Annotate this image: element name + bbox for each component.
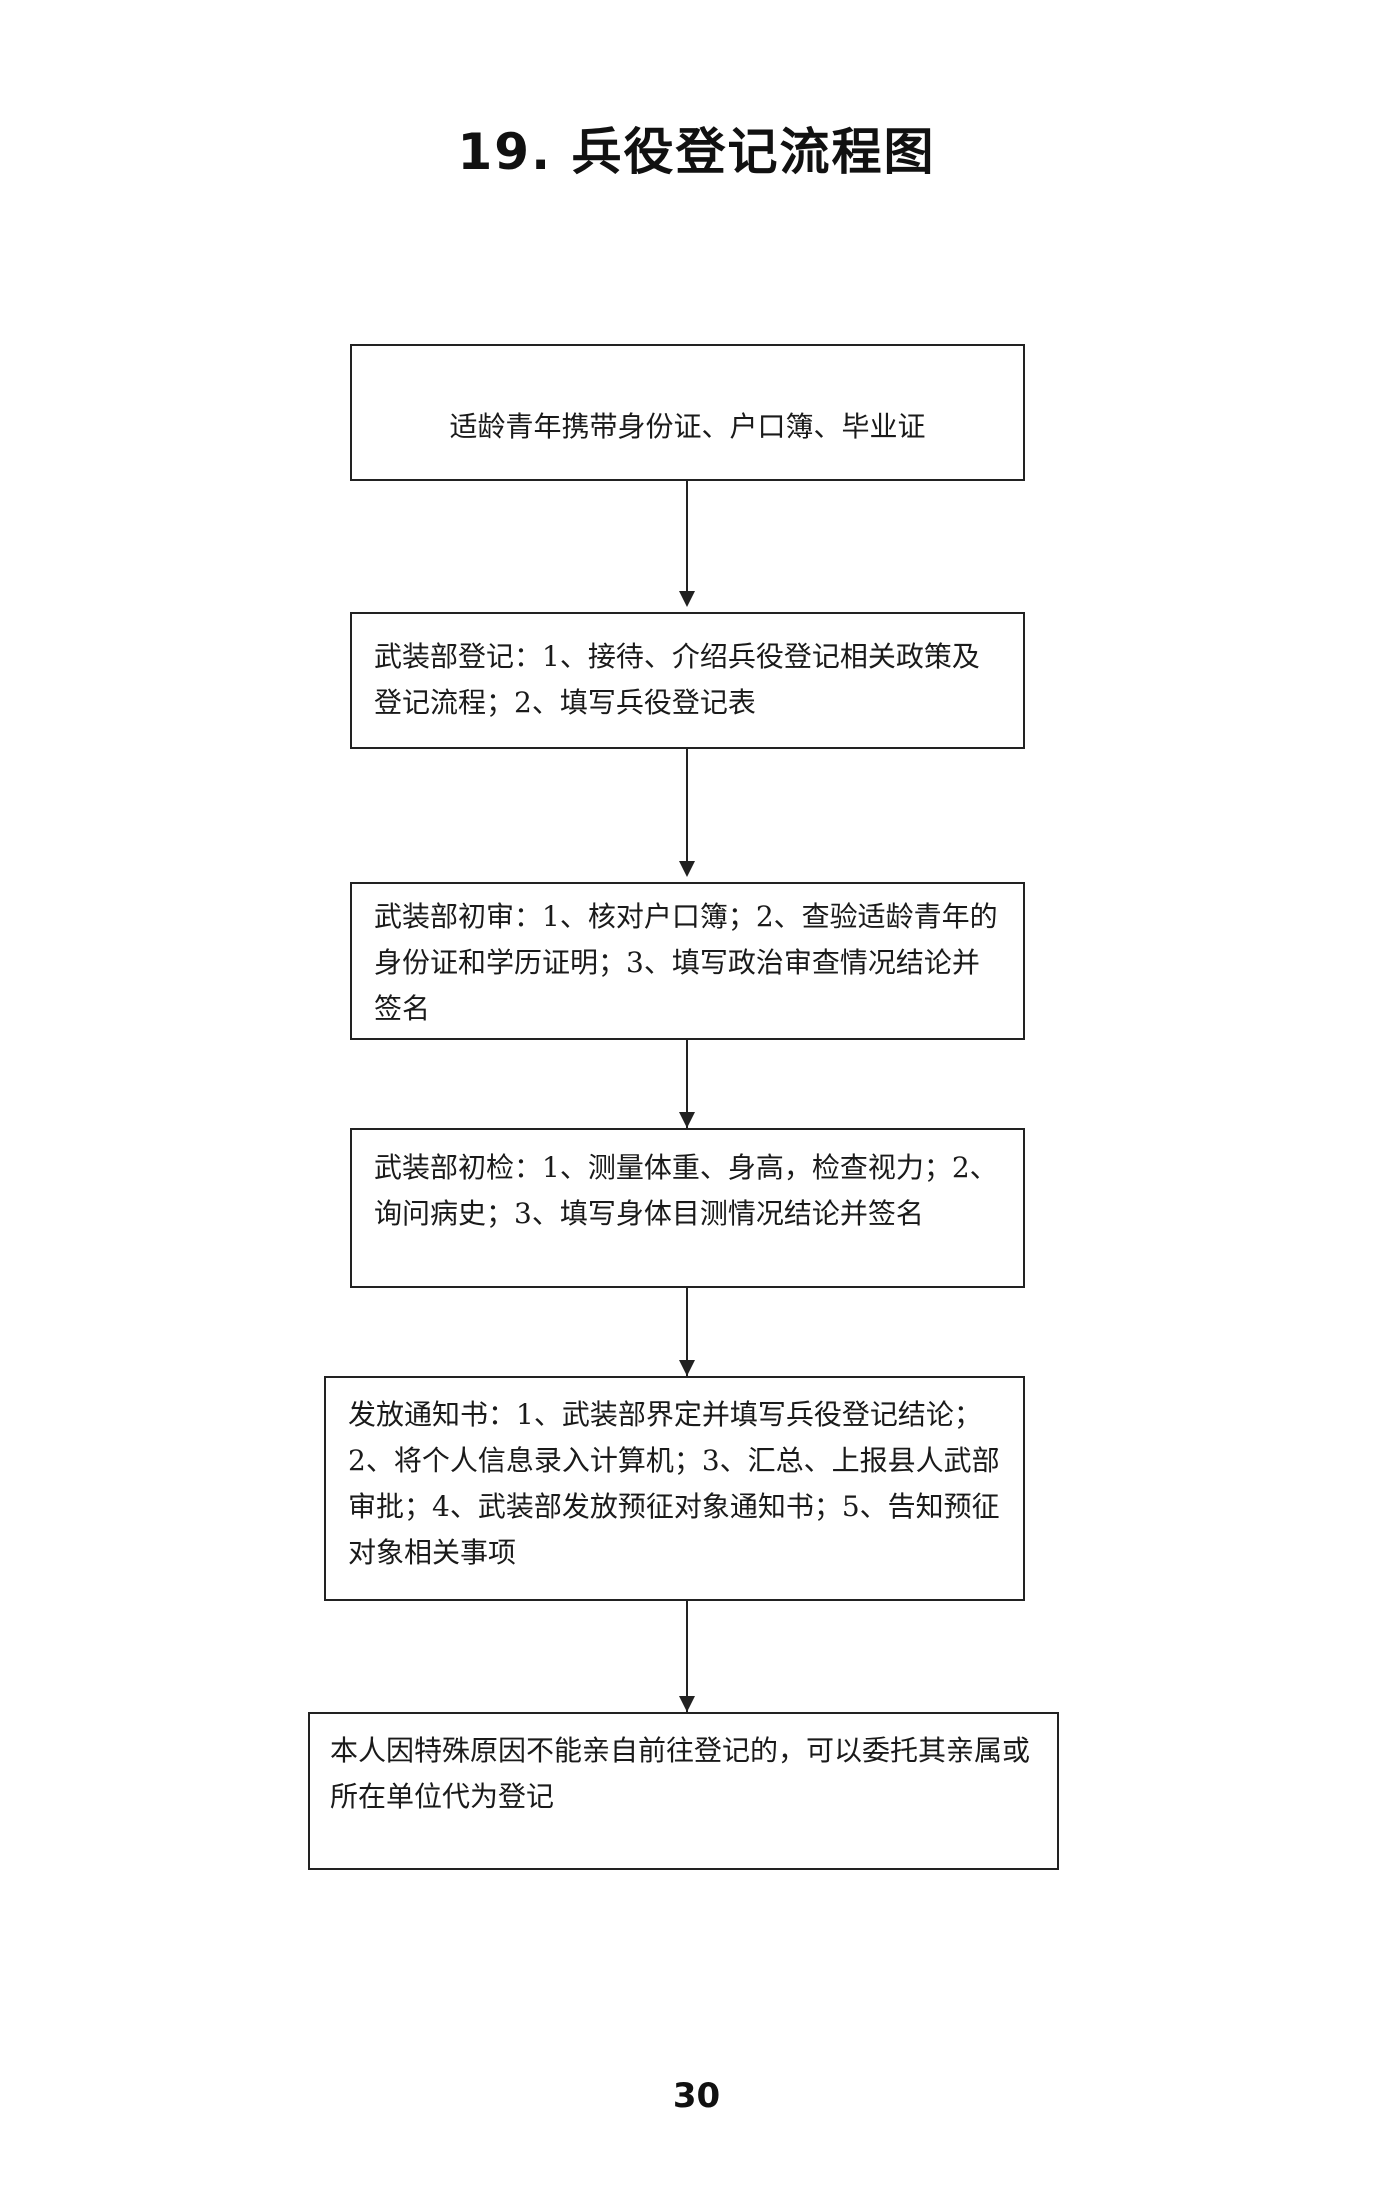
step-text-5: 发放通知书：1、武装部界定并填写兵役登记结论；2、将个人信息录入计算机；3、汇总… bbox=[348, 1398, 1000, 1569]
connector-1-2 bbox=[686, 481, 688, 591]
step-text-1: 适龄青年携带身份证、户口簿、毕业证 bbox=[449, 410, 926, 443]
step-box-5: 发放通知书：1、武装部界定并填写兵役登记结论；2、将个人信息录入计算机；3、汇总… bbox=[324, 1376, 1025, 1601]
step-box-2: 武装部登记：1、接待、介绍兵役登记相关政策及登记流程；2、填写兵役登记表 bbox=[350, 612, 1025, 749]
connector-5-6 bbox=[686, 1601, 688, 1712]
step-text-4: 武装部初检：1、测量体重、身高，检查视力；2、询问病史；3、填写身体目测情况结论… bbox=[374, 1151, 998, 1230]
step-box-3: 武装部初审：1、核对户口簿；2、查验适龄青年的身份证和学历证明；3、填写政治审查… bbox=[350, 882, 1025, 1040]
connector-4-5 bbox=[686, 1288, 688, 1376]
step-text-3: 武装部初审：1、核对户口簿；2、查验适龄青年的身份证和学历证明；3、填写政治审查… bbox=[374, 900, 998, 1025]
step-box-6: 本人因特殊原因不能亲自前往登记的，可以委托其亲属或所在单位代为登记 bbox=[308, 1712, 1059, 1870]
step-text-2: 武装部登记：1、接待、介绍兵役登记相关政策及登记流程；2、填写兵役登记表 bbox=[374, 640, 980, 719]
step-box-1: 适龄青年携带身份证、户口簿、毕业证 bbox=[350, 344, 1025, 481]
arrow-down-icon bbox=[679, 1112, 695, 1128]
connector-3-4 bbox=[686, 1040, 688, 1128]
arrow-down-icon bbox=[679, 861, 695, 877]
step-text-6: 本人因特殊原因不能亲自前往登记的，可以委托其亲属或所在单位代为登记 bbox=[330, 1734, 1031, 1813]
connector-2-3 bbox=[686, 749, 688, 861]
page-title: 19. 兵役登记流程图 bbox=[457, 123, 936, 181]
page-number: 30 bbox=[672, 2076, 721, 2116]
arrow-down-icon bbox=[679, 1360, 695, 1376]
arrow-down-icon bbox=[679, 591, 695, 607]
step-box-4: 武装部初检：1、测量体重、身高，检查视力；2、询问病史；3、填写身体目测情况结论… bbox=[350, 1128, 1025, 1288]
arrow-down-icon bbox=[679, 1696, 695, 1712]
